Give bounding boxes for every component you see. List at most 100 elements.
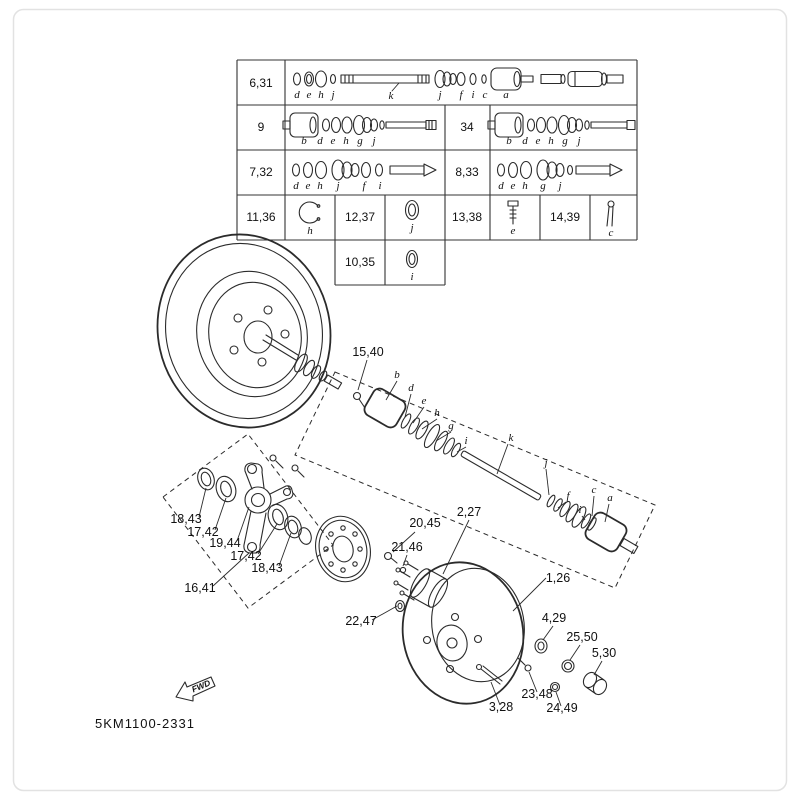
brake-disc [315,515,371,583]
part-letter: b [301,135,307,147]
part-letter: g [357,135,363,147]
part-letter: j [436,89,441,101]
part-letter: d [317,135,323,147]
callout-17-42-a: 17,42 [187,525,218,539]
table-ref-13-38: 13,38 [452,210,482,224]
callout-4-29: 4,29 [542,611,566,625]
washer-4-29 [534,638,548,654]
part-letter: e [536,135,541,147]
knuckle-seals-bearings [197,467,312,545]
bolt-15-40 [352,391,366,409]
drawing-number: 5KM1100-2331 [95,716,195,731]
cap-5-30 [582,671,608,696]
table-ref-34: 34 [460,120,474,134]
callout-17-42-b: 17,42 [230,549,261,563]
nut-25-50 [561,659,575,673]
drive-axle-assembly [363,387,639,555]
axle-letter-j: j [542,457,547,469]
callout-15-40: 15,40 [352,345,383,359]
boot-kit-drawing-8-33 [496,159,623,181]
part-letter: i [410,271,413,283]
table-ref-10-35: 10,35 [345,255,375,269]
axle-letter-g: g [448,420,454,432]
stud-3-28 [475,663,503,685]
steering-knuckle [243,454,305,554]
axle-letter-d: d [408,382,414,394]
part-letter: j [329,89,334,101]
pin-drawing-14-39 [606,200,615,227]
callout-25-50: 25,50 [566,630,597,644]
axle-letter-f: f [566,490,571,502]
parts-table: 6,31 9 34 7,32 8,33 11,36 12,37 13,38 14… [236,59,638,286]
circlip-drawing-11-36 [298,201,321,224]
part-letter: i [378,180,381,192]
part-letter: f [362,180,367,192]
part-letter: c [483,89,488,101]
callout-1-26: 1,26 [546,571,570,585]
ring-drawing-10-35 [405,249,419,269]
bolt-drawing-13-38 [507,200,519,225]
part-letter: e [511,180,516,192]
washer-22-47 [394,599,406,613]
ring-drawing-12-37 [404,199,420,221]
callout-21-46: 21,46 [391,540,422,554]
part-letter: d [293,180,299,192]
axle-letter-i2: i [578,504,581,516]
part-letter: g [562,135,568,147]
callout-5-30: 5,30 [592,646,616,660]
table-ref-6-31: 6,31 [249,76,273,90]
table-ref-9: 9 [258,120,265,134]
axle-letter-h: h [434,407,440,419]
callout-22-47: 22,47 [345,614,376,628]
callout-24-49: 24,49 [546,701,577,715]
axle-letter-b: b [394,369,400,381]
front-wheel-tire [156,233,343,429]
part-letter: d [498,180,504,192]
fwd-direction-arrow: FWD [175,676,216,702]
cv-joint-kit-drawing-34 [487,112,636,138]
part-letter: h [318,89,324,101]
callout-18-43-b: 18,43 [251,561,282,575]
page-frame-border [12,8,788,792]
part-letter: c [609,227,614,239]
part-letter: k [389,90,395,102]
part-letter: j [556,180,561,192]
axle-letter-a: a [607,492,613,504]
callout-2-27: 2,27 [457,505,481,519]
exploded-view: 15,40 18,43 17,42 19,44 17,42 18,43 16,4… [156,233,656,715]
axle-letter-i1: i [464,435,467,447]
part-letter: g [540,180,546,192]
boot-kit-drawing-7-32 [291,159,437,181]
part-letter: e [331,135,336,147]
axle-shaft-assembly-drawing [292,67,624,92]
table-ref-8-33: 8,33 [455,165,479,179]
part-letter: j [408,222,413,234]
callout-16-41: 16,41 [184,581,215,595]
callout-3-28: 3,28 [489,700,513,714]
cv-joint-kit-drawing-9 [282,112,437,138]
callout-20-45: 20,45 [409,516,440,530]
bolt-23-48 [517,657,532,672]
callout-18-43-a: 18,43 [170,512,201,526]
part-letter: f [459,89,464,101]
table-ref-11-36: 11,36 [246,210,275,224]
table-grid [236,59,638,286]
part-letter: h [522,180,528,192]
bolt-20-45 [383,551,398,564]
part-letter: h [317,180,323,192]
table-ref-14-39: 14,39 [550,210,580,224]
part-letter: h [343,135,349,147]
part-letter: i [471,89,474,101]
leader-lines [198,359,610,707]
axle-letter-c: c [592,484,597,496]
part-letter: e [306,180,311,192]
table-ref-12-37: 12,37 [345,210,375,224]
part-letter: e [511,225,516,237]
part-letter: j [334,180,339,192]
axle-letter-k: k [509,432,515,444]
axle-letter-e: e [422,395,427,407]
wheel-hub [393,560,449,608]
part-letter: e [307,89,312,101]
